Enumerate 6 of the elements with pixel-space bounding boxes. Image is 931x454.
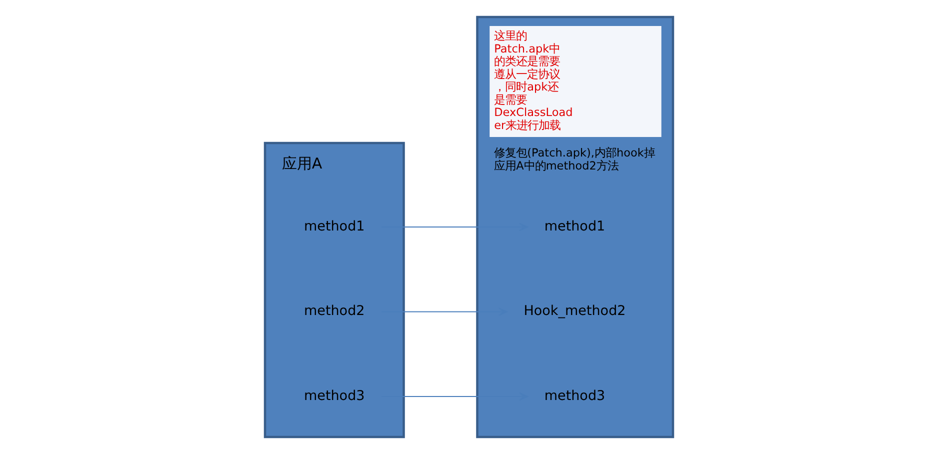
node-text: Hook_method2	[523, 303, 626, 320]
node-text: method3	[304, 388, 364, 404]
node-text: method1	[544, 218, 605, 234]
node-text: method2	[304, 303, 364, 320]
node-text: method1	[304, 218, 364, 234]
node-text: method3	[544, 388, 605, 404]
